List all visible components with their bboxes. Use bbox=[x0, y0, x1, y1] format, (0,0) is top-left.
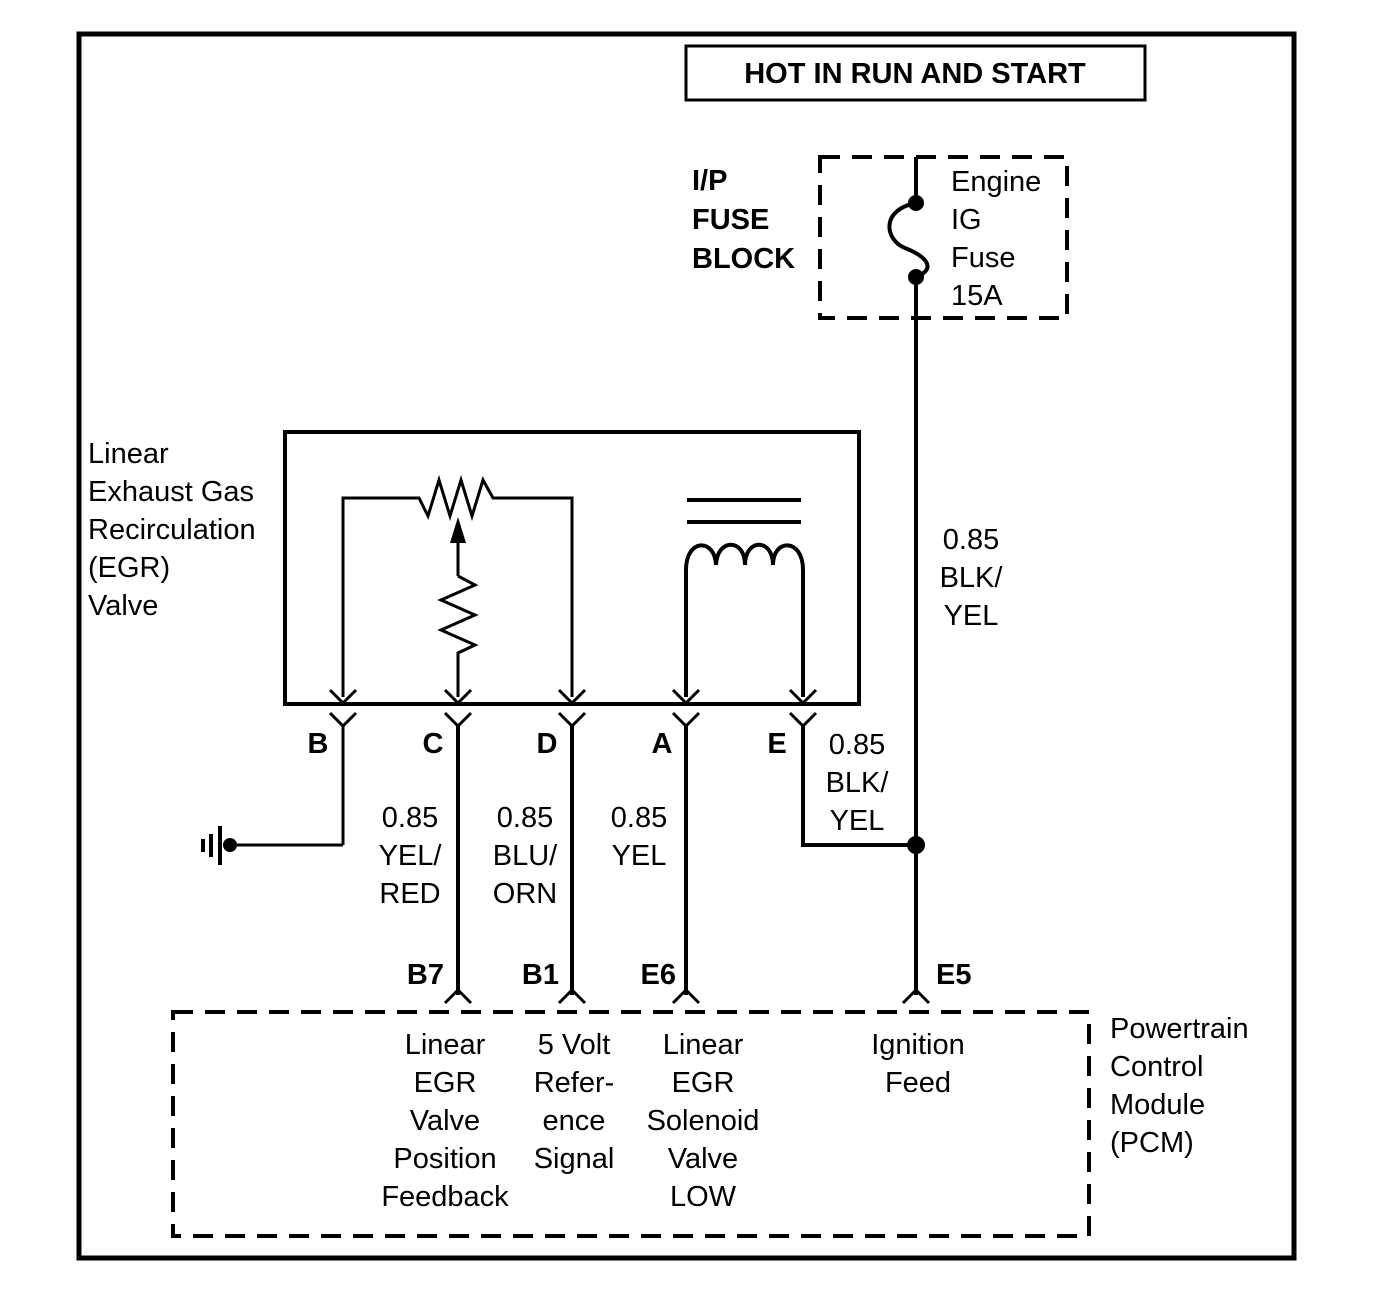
pin-label-b: B bbox=[308, 728, 329, 760]
wire-color: YEL bbox=[944, 600, 999, 632]
pcm-function-line: EGR bbox=[414, 1067, 477, 1099]
pcm-function-line: 5 Volt bbox=[538, 1029, 611, 1061]
pcm-pin-label-b1: B1 bbox=[522, 959, 559, 991]
wire-label-pin-c: 0.85 YEL/ RED bbox=[379, 802, 443, 910]
resistor-icon bbox=[437, 574, 479, 697]
wire-color: BLK/ bbox=[826, 767, 890, 799]
pin-label-d: D bbox=[537, 728, 558, 760]
pin-e-connector bbox=[788, 688, 916, 847]
wire-size: 0.85 bbox=[611, 802, 667, 834]
pcm-function-b1: 5 Volt Refer- ence Signal bbox=[534, 1029, 615, 1175]
pin-d-connector bbox=[557, 688, 587, 995]
fuse-label-line: Engine bbox=[951, 166, 1041, 198]
egr-pin-labels: B C D A E bbox=[308, 728, 787, 760]
diagram-frame bbox=[76, 31, 1297, 1261]
potentiometer-icon bbox=[341, 474, 574, 697]
egr-valve-label: Linear Exhaust Gas Recirculation (EGR) V… bbox=[88, 438, 256, 622]
wire-color: BLU/ bbox=[493, 840, 558, 872]
pcm-function-line: Linear bbox=[663, 1029, 744, 1061]
fuse-label-line: IG bbox=[951, 204, 982, 236]
egr-label-line: Exhaust Gas bbox=[88, 476, 254, 508]
pcm-function-line: LOW bbox=[670, 1181, 737, 1213]
pin-c-connector bbox=[443, 688, 473, 995]
wire-color: BLK/ bbox=[940, 562, 1004, 594]
pcm-function-line: Signal bbox=[534, 1143, 615, 1175]
pcm-pin-label-b7: B7 bbox=[407, 959, 444, 991]
fuse-block-label-line: FUSE bbox=[692, 204, 769, 236]
pcm-connector-pins bbox=[443, 987, 931, 1005]
pcm-pin-b1-connector bbox=[557, 987, 587, 1005]
feed-wire-label: 0.85 BLK/ YEL bbox=[940, 524, 1004, 632]
pcm-function-e6: Linear EGR Solenoid Valve LOW bbox=[647, 1029, 760, 1213]
pcm-pin-label-e6: E6 bbox=[641, 959, 676, 991]
egr-label-line: Valve bbox=[88, 590, 158, 622]
egr-label-line: (EGR) bbox=[88, 552, 170, 584]
wire-color: RED bbox=[379, 878, 440, 910]
pcm-pin-label-e5: E5 bbox=[936, 959, 971, 991]
pcm-label-line: Powertrain bbox=[1110, 1013, 1249, 1045]
fuse-block-label-line: I/P bbox=[692, 165, 727, 197]
pcm-pin-e6-connector bbox=[671, 987, 701, 1005]
pcm-function-line: Ignition bbox=[871, 1029, 965, 1061]
wire-label-pin-e: 0.85 BLK/ YEL bbox=[826, 729, 890, 837]
wire-color: YEL/ bbox=[379, 840, 443, 872]
pcm-label: Powertrain Control Module (PCM) bbox=[1110, 1013, 1249, 1159]
pin-b-connector bbox=[328, 688, 358, 845]
splice-dot-icon bbox=[907, 836, 925, 854]
pcm-function-line: ence bbox=[543, 1105, 606, 1137]
wire-size: 0.85 bbox=[829, 729, 885, 761]
pcm-pin-e5-connector bbox=[901, 987, 931, 1005]
wire-size: 0.85 bbox=[943, 524, 999, 556]
pcm-function-b7: Linear EGR Valve Position Feedback bbox=[381, 1029, 509, 1213]
pcm-function-line: Valve bbox=[410, 1105, 480, 1137]
pcm-function-line: Position bbox=[393, 1143, 496, 1175]
pcm-function-line: Refer- bbox=[534, 1067, 615, 1099]
egr-label-line: Recirculation bbox=[88, 514, 256, 546]
wire-color: ORN bbox=[493, 878, 557, 910]
fuse-block-label: I/P FUSE BLOCK bbox=[692, 165, 795, 275]
pin-label-a: A bbox=[652, 728, 673, 760]
pcm-function-e5: Ignition Feed bbox=[871, 1029, 965, 1099]
egr-connector-pins bbox=[328, 688, 916, 995]
wire-size: 0.85 bbox=[497, 802, 553, 834]
pcm-function-line: Solenoid bbox=[647, 1105, 760, 1137]
wire-color: YEL bbox=[612, 840, 667, 872]
power-label: HOT IN RUN AND START bbox=[744, 58, 1086, 90]
fuse-label: Engine IG Fuse 15A bbox=[951, 166, 1041, 312]
pcm-pin-labels: B7 B1 E6 E5 bbox=[407, 959, 972, 991]
fuse-block-box bbox=[818, 155, 1069, 320]
ground-icon bbox=[201, 826, 343, 865]
pcm-function-line: Valve bbox=[668, 1143, 738, 1175]
pcm-function-line: EGR bbox=[672, 1067, 735, 1099]
wire-size: 0.85 bbox=[382, 802, 438, 834]
pin-label-e: E bbox=[767, 728, 786, 760]
pcm-pin-b7-connector bbox=[443, 987, 473, 1005]
pcm-label-line: Module bbox=[1110, 1089, 1205, 1121]
pcm-function-line: Feedback bbox=[381, 1181, 509, 1213]
fuse-label-line: Fuse bbox=[951, 242, 1015, 274]
wire-label-pin-d: 0.85 BLU/ ORN bbox=[493, 802, 558, 910]
pcm-label-line: (PCM) bbox=[1110, 1127, 1194, 1159]
fuse-block-label-line: BLOCK bbox=[692, 243, 795, 275]
fuse-icon bbox=[887, 157, 930, 285]
wire-label-pin-a: 0.85 YEL bbox=[611, 802, 667, 872]
solenoid-coil-icon bbox=[684, 498, 805, 697]
fuse-label-line: 15A bbox=[951, 280, 1003, 312]
egr-label-line: Linear bbox=[88, 438, 169, 470]
pcm-function-line: Feed bbox=[885, 1067, 951, 1099]
pcm-function-line: Linear bbox=[405, 1029, 486, 1061]
pcm-label-line: Control bbox=[1110, 1051, 1204, 1083]
pin-label-c: C bbox=[423, 728, 444, 760]
pcm-box bbox=[171, 1010, 1091, 1238]
wire-color: YEL bbox=[830, 805, 885, 837]
pin-a-connector bbox=[671, 688, 701, 995]
power-label-box: HOT IN RUN AND START bbox=[684, 44, 1147, 102]
